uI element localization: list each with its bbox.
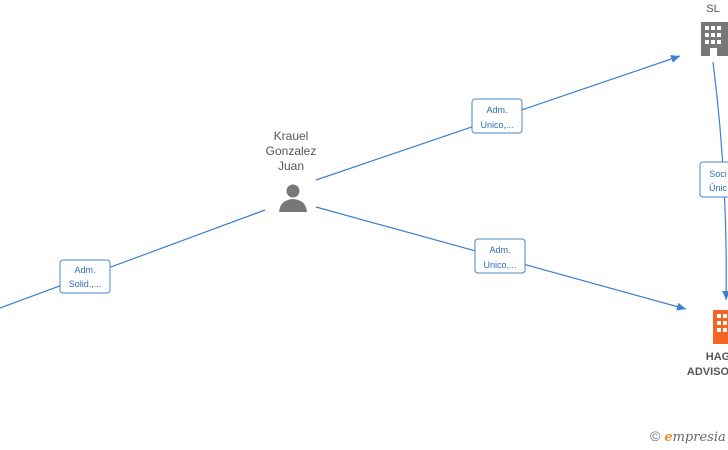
building-icon bbox=[701, 22, 728, 56]
edge-label-line-2: Unico,... bbox=[480, 120, 513, 130]
company-top-node[interactable]: SL bbox=[701, 3, 728, 56]
person-name-line-1: Krauel bbox=[274, 129, 309, 143]
company-top-label: SL bbox=[706, 3, 719, 15]
brand-name: mpresia bbox=[672, 430, 726, 445]
empresia-watermark: ©empresia bbox=[650, 428, 726, 448]
edge-label-line-1: Soci bbox=[709, 169, 727, 179]
building-icon bbox=[713, 310, 728, 344]
edge-label-company-top-to-company-bottom[interactable]: Soci Únic bbox=[699, 161, 728, 198]
person-name-line-3: Juan bbox=[278, 159, 304, 173]
person-icon bbox=[279, 184, 307, 212]
edge-label-line-2: Únic bbox=[709, 183, 728, 193]
edge-label-person-to-company-top[interactable]: Adm. Unico,... bbox=[471, 98, 523, 134]
edge-label-person-to-company-bottom[interactable]: Adm. Unico,... bbox=[474, 238, 526, 274]
edge-label-left-to-person[interactable]: Adm. Solid.,... bbox=[59, 259, 111, 294]
company-bottom-label-line-2: ADVISO bbox=[687, 366, 728, 378]
edge-label-line-1: Adm. bbox=[74, 265, 95, 275]
brand-initial: e bbox=[664, 430, 673, 445]
person-name-line-2: Gonzalez bbox=[266, 144, 317, 158]
edge-left-to-person bbox=[0, 209, 266, 309]
edge-label-line-1: Adm. bbox=[489, 245, 510, 255]
edge-label-line-2: Solid.,... bbox=[69, 279, 102, 289]
edge-label-line-1: Adm. bbox=[486, 105, 507, 115]
company-bottom-node[interactable]: HAG ADVISO bbox=[687, 310, 728, 378]
company-bottom-label-line-1: HAG bbox=[706, 351, 728, 363]
person-node[interactable]: Krauel Gonzalez Juan bbox=[266, 129, 317, 212]
copyright-symbol: © bbox=[650, 428, 661, 444]
edge-label-line-2: Unico,... bbox=[483, 260, 516, 270]
